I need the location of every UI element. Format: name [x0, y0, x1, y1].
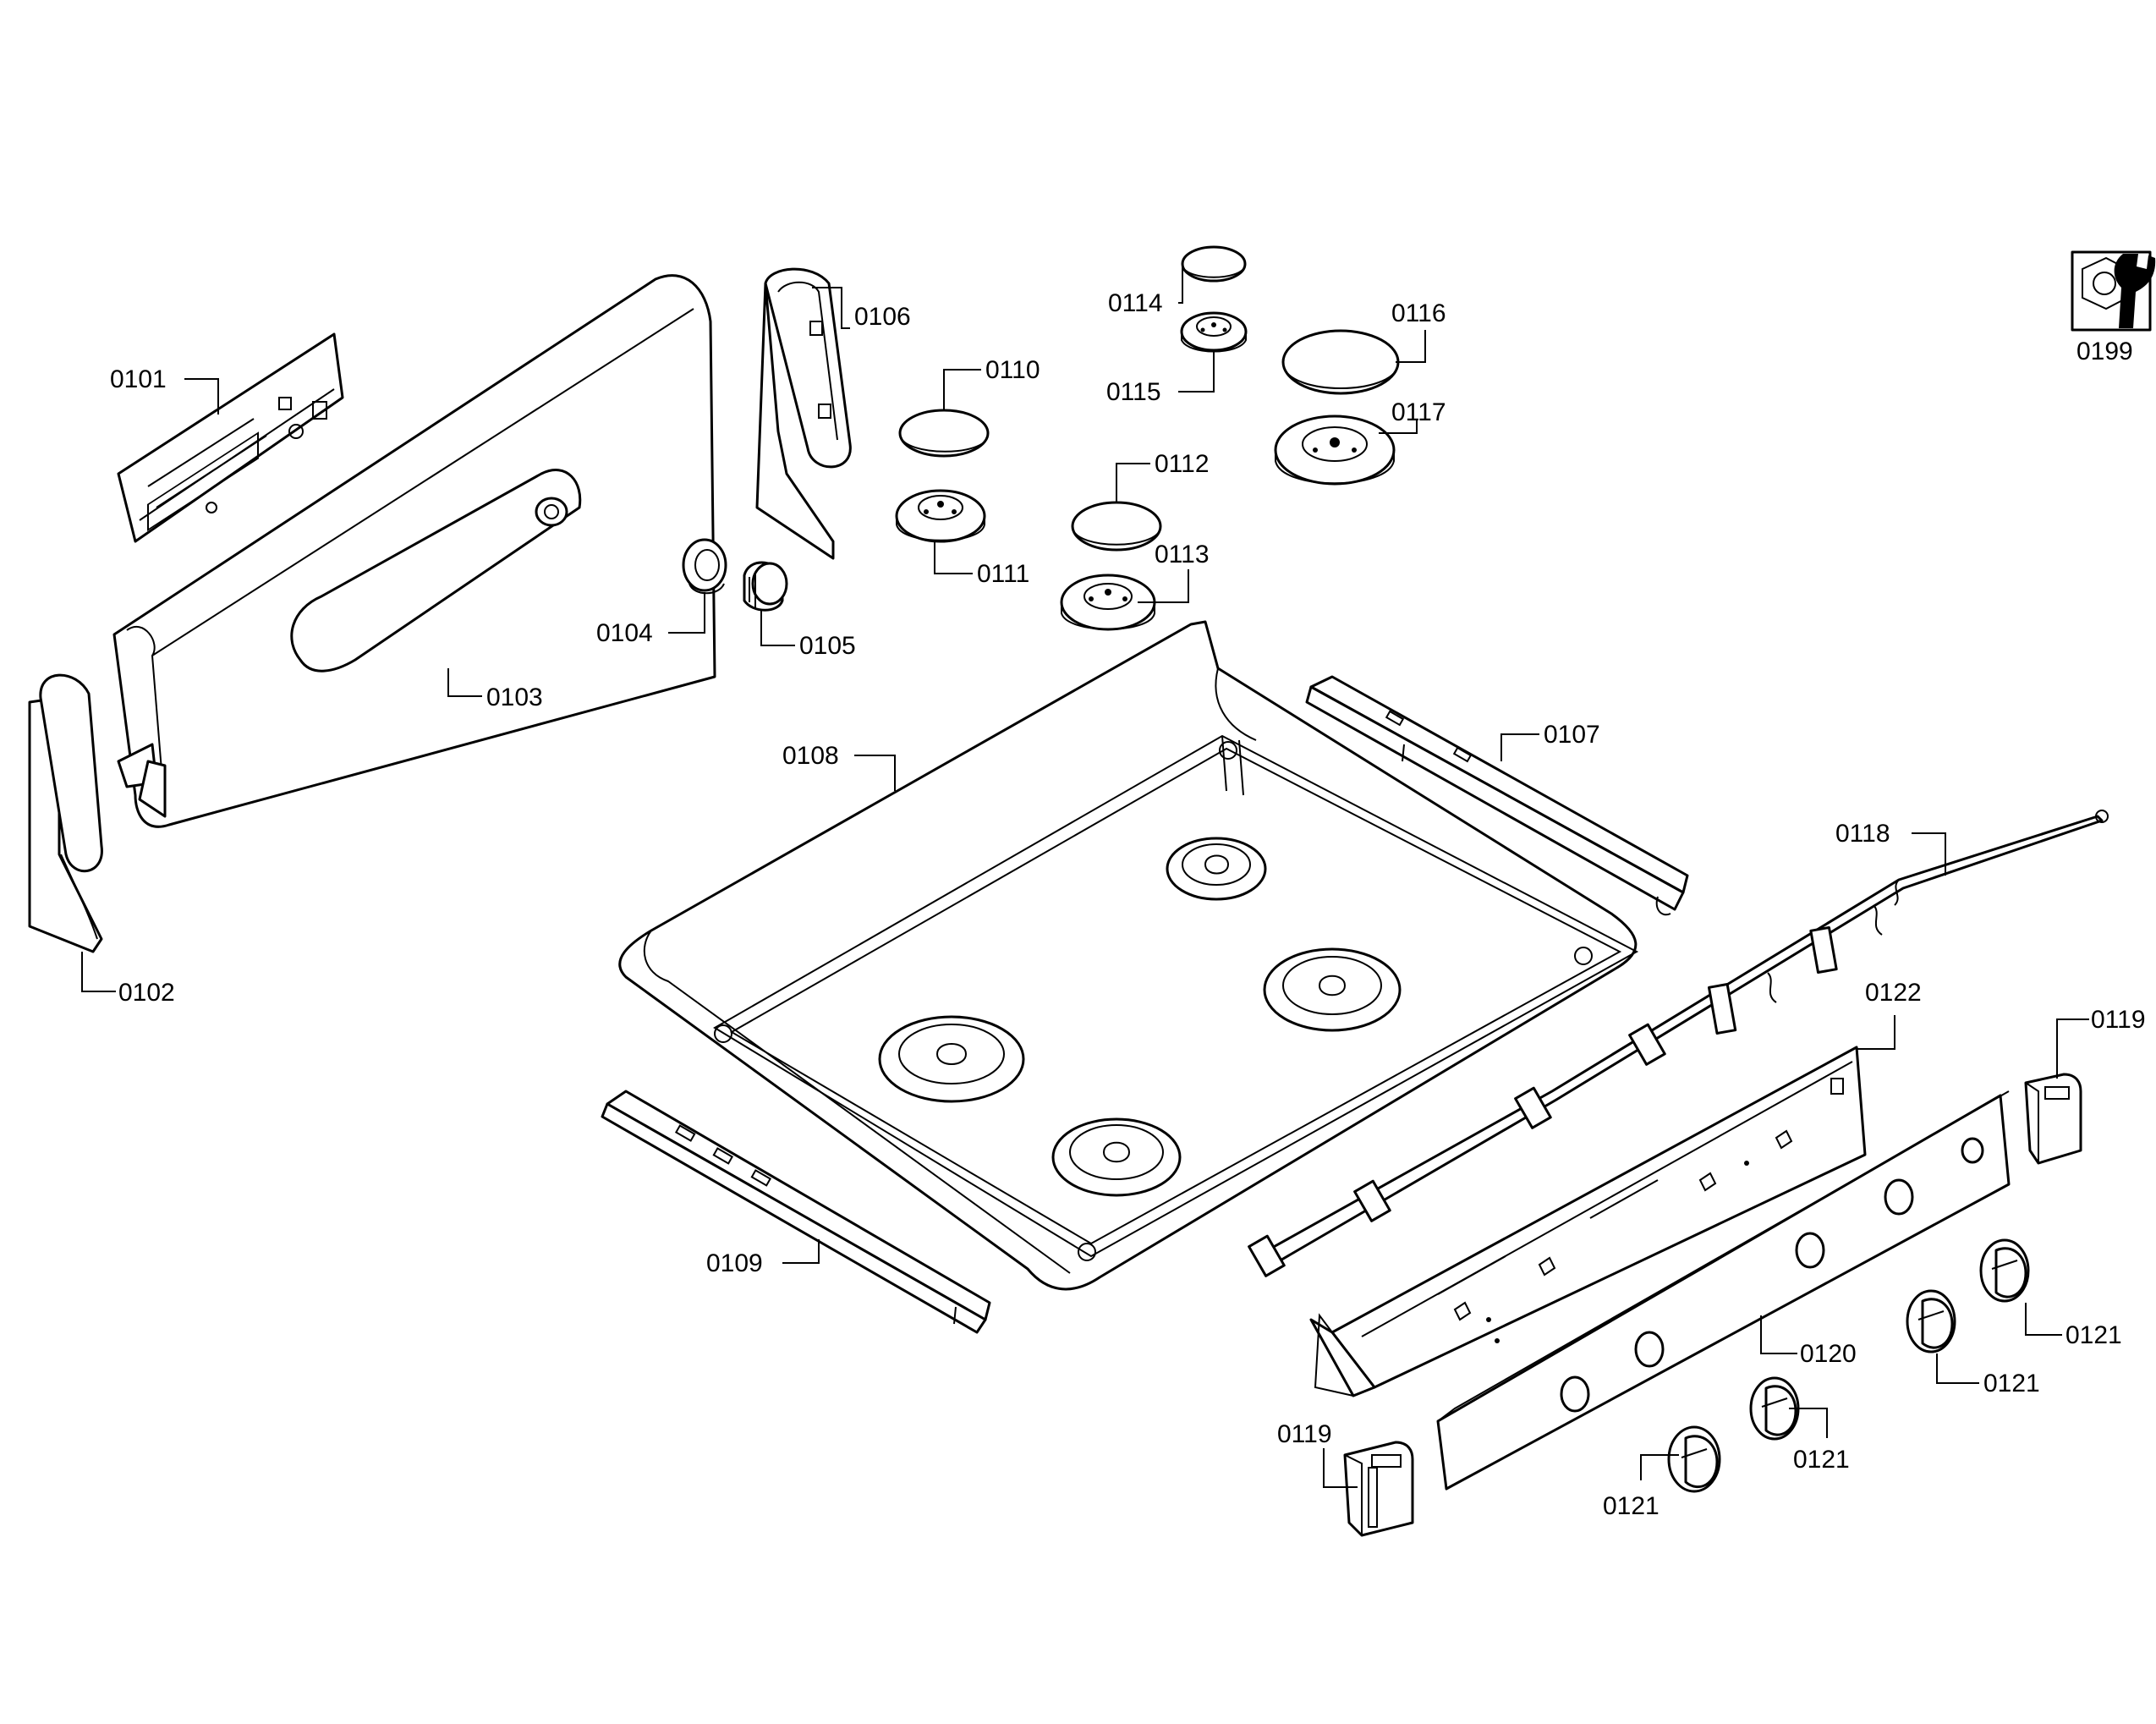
label-0199: 0199 — [2076, 338, 2133, 365]
label-0110: 0110 — [985, 356, 1040, 384]
wrench-nut-icon — [2071, 250, 2156, 332]
part-0115-small-burner — [1180, 311, 1248, 353]
leader-0122 — [1857, 1015, 1895, 1050]
part-0121-knob-2 — [1906, 1289, 1956, 1353]
part-0114-small-cap — [1181, 245, 1247, 283]
label-0101: 0101 — [110, 365, 167, 393]
part-0109-front-rail — [601, 1090, 991, 1334]
label-0109: 0109 — [706, 1249, 763, 1277]
leader-0105 — [760, 611, 795, 646]
part-0106-right-endcap — [755, 267, 852, 560]
part-0121-knob-4 — [1667, 1425, 1721, 1493]
part-0108-cooktop — [618, 620, 1639, 1291]
part-0120-control-panel — [1436, 1090, 2011, 1491]
leader-0103 — [447, 668, 482, 697]
part-0112-burner-cap — [1071, 501, 1162, 552]
part-0110-burner-cap — [898, 409, 990, 458]
label-0121d: 0121 — [1603, 1492, 1660, 1520]
part-0118-wire-harness — [1248, 810, 2109, 1277]
leader-0119a — [2056, 1018, 2089, 1079]
leader-0104 — [668, 592, 705, 634]
label-0112: 0112 — [1155, 450, 1210, 478]
label-0113: 0113 — [1155, 541, 1210, 568]
leader-0109 — [782, 1239, 820, 1264]
leader-0115 — [1178, 350, 1215, 393]
part-0107-rear-rail — [1305, 675, 1689, 916]
label-0120: 0120 — [1800, 1340, 1857, 1368]
leader-0120 — [1760, 1315, 1797, 1354]
label-0119b: 0119 — [1277, 1420, 1332, 1448]
leader-0116 — [1396, 330, 1426, 363]
part-0104-bezel — [682, 538, 727, 595]
leader-0121b — [1936, 1353, 1979, 1384]
label-0116: 0116 — [1391, 299, 1446, 327]
leader-0121a — [2025, 1303, 2062, 1336]
part-0111-burner-head — [895, 489, 986, 543]
part-0116-large-cap — [1281, 329, 1400, 395]
part-0122-panel-bracket — [1309, 1046, 1867, 1397]
label-0105: 0105 — [799, 632, 856, 660]
leader-0106 — [812, 287, 850, 329]
label-0117: 0117 — [1391, 398, 1446, 426]
leader-0121d — [1640, 1454, 1679, 1480]
label-0106: 0106 — [854, 303, 911, 331]
part-0105-knob — [743, 561, 788, 612]
label-0103: 0103 — [486, 684, 543, 711]
label-0121c: 0121 — [1793, 1446, 1850, 1474]
label-0107: 0107 — [1544, 721, 1600, 749]
label-0119a: 0119 — [2091, 1006, 2146, 1034]
leader-0107 — [1500, 733, 1539, 761]
leader-0114 — [1178, 266, 1183, 304]
leader-0119b — [1323, 1448, 1358, 1488]
leader-0117 — [1379, 419, 1418, 434]
label-0111: 0111 — [977, 560, 1029, 588]
label-0115: 0115 — [1106, 378, 1161, 406]
part-0102-left-endcap — [28, 673, 103, 953]
leader-0110 — [943, 369, 981, 410]
leader-0121c — [1789, 1408, 1828, 1438]
label-0102: 0102 — [118, 979, 175, 1007]
part-0119-endcap-left — [1343, 1441, 1414, 1537]
part-0119-endcap-right — [2024, 1073, 2082, 1165]
label-0121a: 0121 — [2065, 1321, 2122, 1349]
leader-0113 — [1138, 569, 1189, 603]
label-0114: 0114 — [1108, 289, 1163, 317]
leader-0102 — [81, 952, 116, 992]
label-0104: 0104 — [596, 619, 653, 647]
leader-0101 — [184, 378, 219, 415]
label-0122: 0122 — [1865, 979, 1922, 1007]
part-0117-large-burner — [1274, 415, 1396, 486]
leader-0108 — [854, 755, 896, 791]
label-0121b: 0121 — [1983, 1370, 2040, 1397]
leader-0111 — [934, 541, 973, 574]
leader-0118 — [1912, 832, 1946, 876]
label-0108: 0108 — [782, 742, 839, 770]
leader-0112 — [1116, 463, 1150, 502]
part-0101-control-board — [117, 332, 344, 543]
part-0103-backguard — [112, 274, 716, 828]
part-0121-knob-1 — [1979, 1238, 2030, 1303]
label-0118: 0118 — [1835, 820, 1890, 848]
